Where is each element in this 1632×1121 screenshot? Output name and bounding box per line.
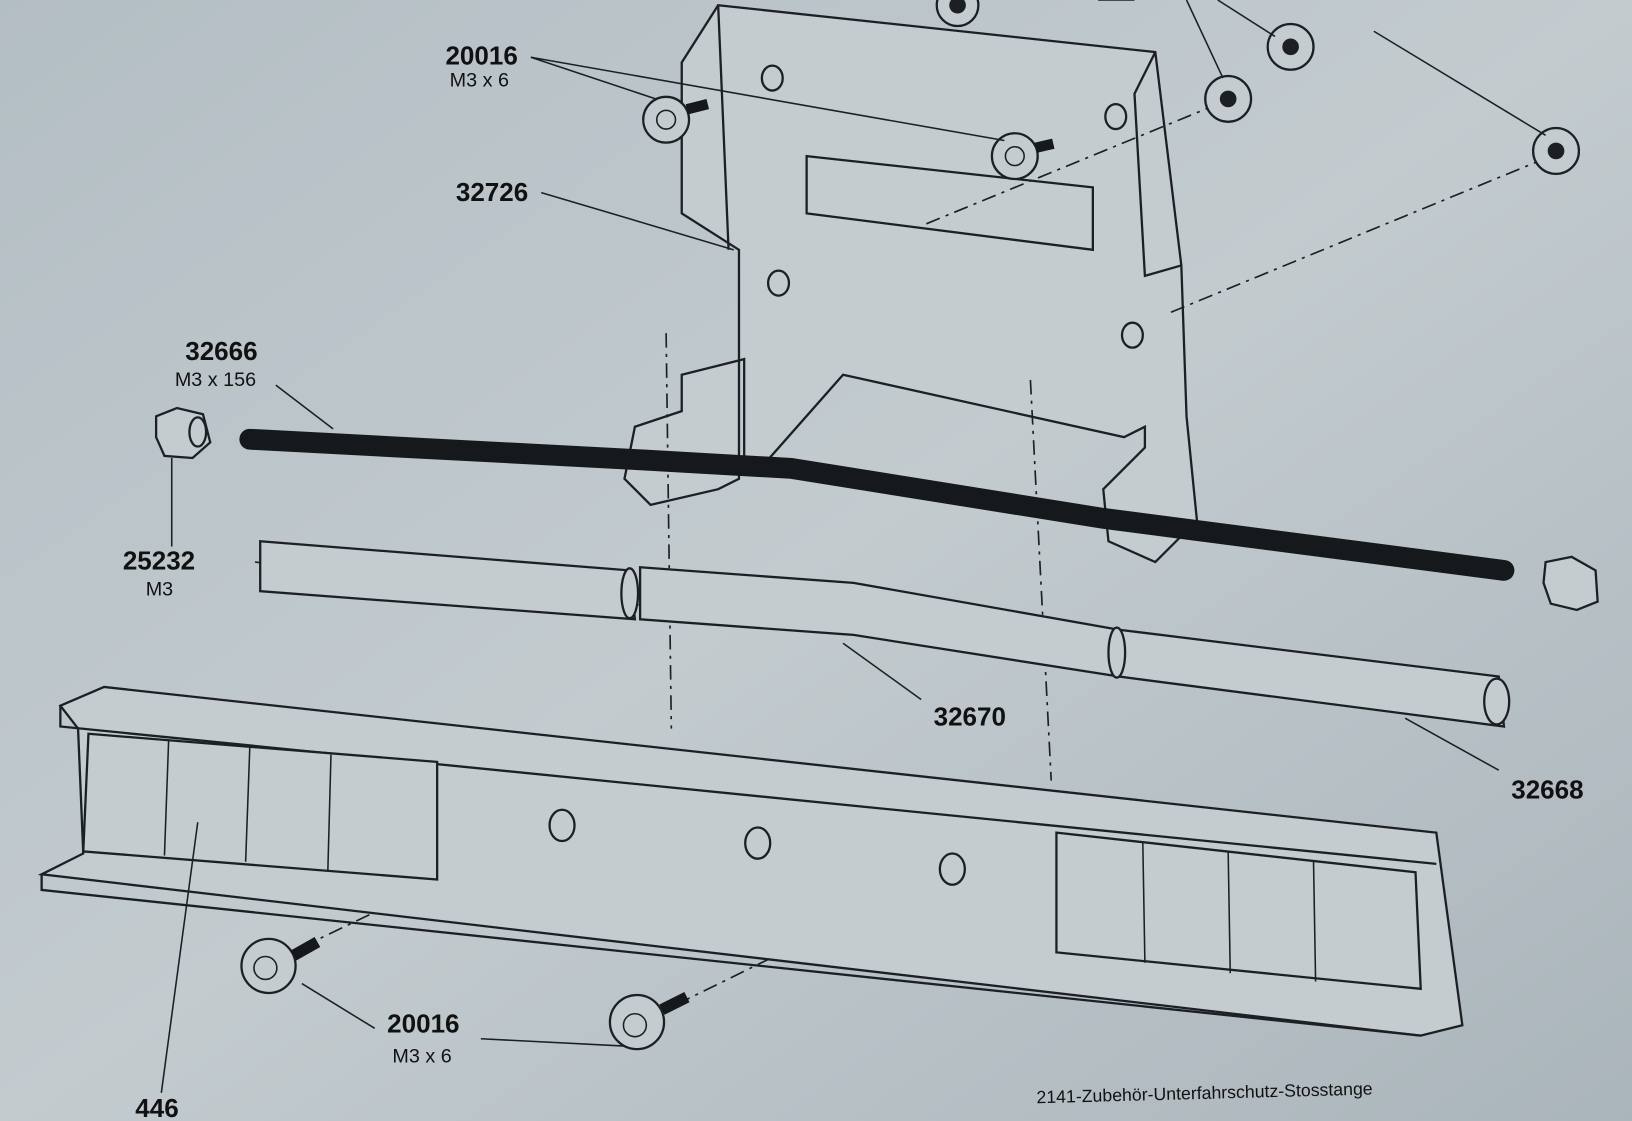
nut-right — [1542, 555, 1599, 612]
nuts-top — [935, 0, 1581, 175]
part-number: 25232 — [123, 545, 195, 575]
part-spec: M3 x 156 — [175, 369, 256, 391]
screws-bottom — [240, 936, 690, 1051]
part-spec: M3 x 6 — [392, 1046, 451, 1068]
label-32666: 32666 M3 x 156 — [175, 336, 258, 391]
threaded-rod — [239, 428, 1515, 581]
tube — [259, 540, 1511, 728]
nut-left — [154, 406, 212, 460]
bumper — [37, 685, 1464, 1037]
part-number: 20016 — [387, 1009, 459, 1039]
part-number: 20016 — [445, 41, 517, 71]
label-20016-top: 20016 M3 x 6 — [445, 41, 517, 92]
label-32726: 32726 — [456, 177, 528, 207]
label-446: 446 — [135, 1093, 178, 1121]
label-32668: 32668 — [1511, 774, 1583, 804]
leader-lines — [160, 0, 1547, 1093]
label-25232: 25232 M3 — [123, 545, 195, 600]
label-32670: 32670 — [934, 701, 1006, 731]
part-number: 32666 — [185, 336, 257, 366]
part-spec: M3 x 6 — [450, 69, 509, 91]
part-spec: M3 — [146, 578, 173, 600]
screws-top — [642, 95, 1055, 181]
label-20016-bottom: 20016 M3 x 6 — [387, 1009, 459, 1068]
